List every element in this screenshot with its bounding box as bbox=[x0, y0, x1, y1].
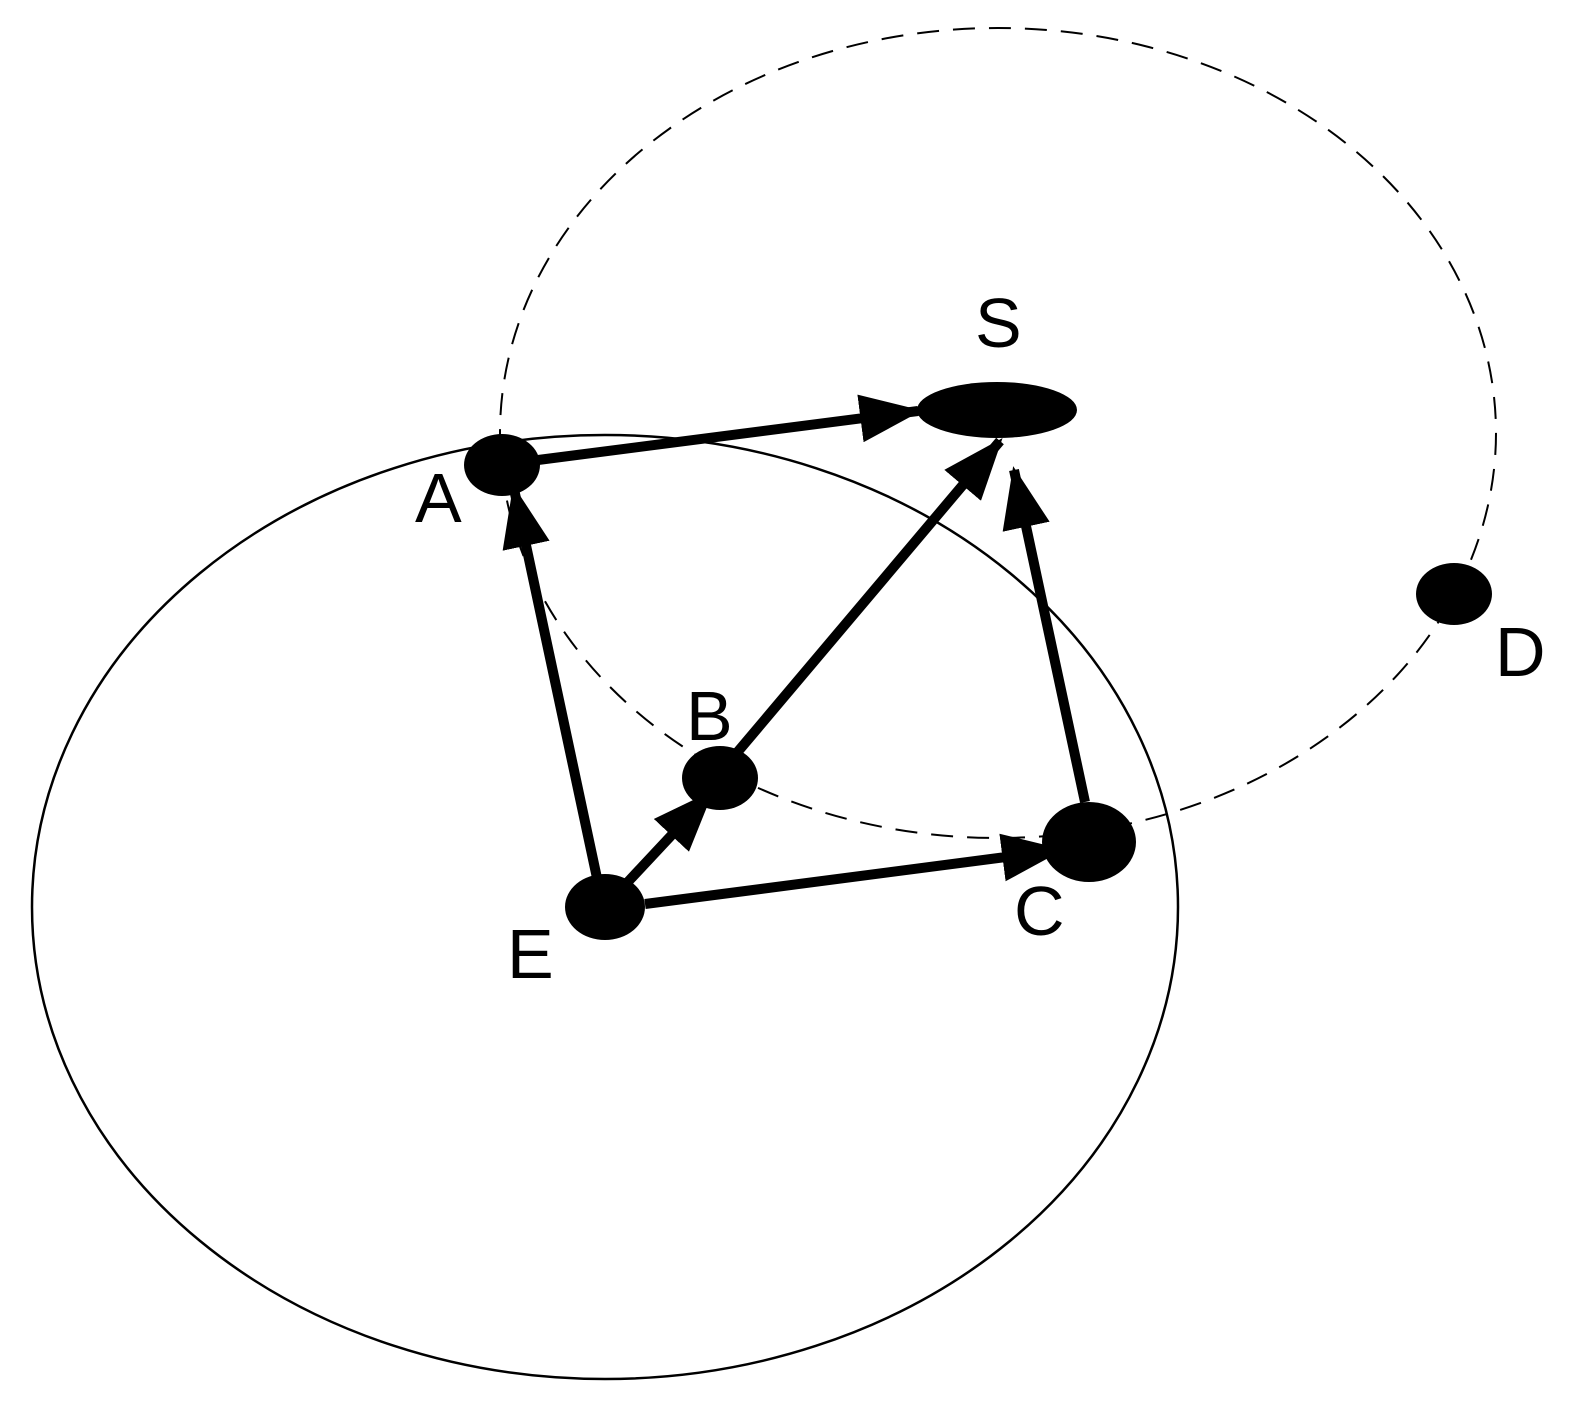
edge-group bbox=[502, 394, 1090, 909]
edge-e-to-b bbox=[621, 789, 715, 889]
node-s bbox=[917, 382, 1077, 438]
node-b bbox=[682, 746, 758, 810]
node-label-a: A bbox=[415, 459, 462, 537]
node-c bbox=[1042, 802, 1136, 882]
node-label-d: D bbox=[1495, 613, 1546, 691]
edge-e-to-a bbox=[502, 485, 602, 880]
edge-b-to-s bbox=[731, 437, 1004, 759]
edge-c-to-s bbox=[1002, 466, 1090, 804]
node-label-c: C bbox=[1014, 872, 1065, 950]
node-group bbox=[464, 382, 1492, 940]
edge-a-to-s bbox=[537, 394, 922, 465]
node-label-b: B bbox=[686, 677, 733, 755]
edge-e-to-c bbox=[644, 833, 1064, 909]
node-d bbox=[1416, 563, 1492, 625]
dashed-range-circle bbox=[499, 27, 1497, 839]
node-label-s: S bbox=[975, 284, 1022, 362]
node-e bbox=[565, 874, 645, 940]
node-a bbox=[464, 434, 540, 496]
solid-range-circle bbox=[30, 433, 1180, 1381]
node-label-e: E bbox=[507, 915, 554, 993]
